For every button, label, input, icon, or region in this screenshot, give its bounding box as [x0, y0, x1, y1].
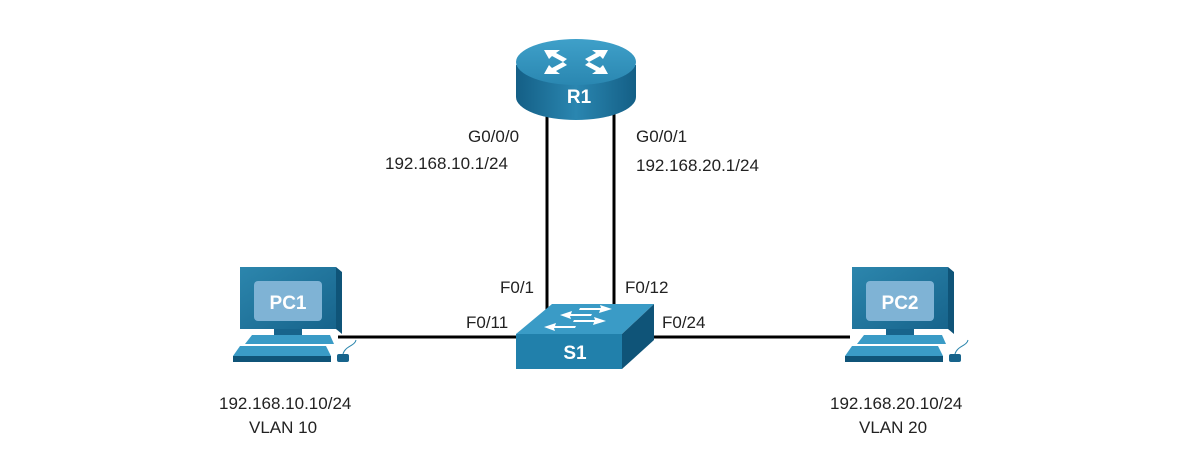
pc2-base-top — [857, 335, 946, 344]
pc2-ip-label: 192.168.20.10/24 — [830, 394, 963, 413]
s1-f011-label: F0/11 — [466, 313, 509, 332]
pc1-screen — [254, 281, 322, 321]
s1-f012-label: F0/12 — [625, 278, 669, 297]
pc2-screen — [866, 281, 934, 321]
pc2-mouse-cable — [954, 339, 969, 355]
pc2-vlan-label: VLAN 20 — [859, 418, 928, 437]
pc1-label: PC1 — [270, 293, 307, 314]
pc1-monitor-side — [336, 267, 342, 334]
pc2[interactable]: PC2 — [845, 267, 969, 362]
pc1-vlan-label: VLAN 10 — [249, 418, 318, 437]
pc1-stand — [274, 329, 302, 335]
pc1-keyboard-front — [233, 356, 331, 362]
pc1-ip-label: 192.168.10.10/24 — [219, 394, 352, 413]
router-label: R1 — [567, 87, 592, 108]
r1-g001-ip-label: 192.168.20.1/24 — [636, 156, 759, 175]
pc2-monitor-side — [948, 267, 954, 334]
pc1-base-top — [245, 335, 334, 344]
router-r1[interactable]: R1 — [516, 39, 636, 120]
switch-arrows-icon — [544, 305, 612, 331]
r1-g001-interface-label: G0/0/1 — [636, 127, 688, 146]
pc1-mouse — [337, 354, 349, 362]
router-top — [516, 39, 636, 85]
s1-f01-label: F0/1 — [500, 278, 535, 297]
pc1-mouse-cable — [342, 339, 357, 355]
pc2-mouse — [949, 354, 961, 362]
switch-front — [516, 334, 622, 369]
r1-g000-interface-label: G0/0/0 — [468, 127, 520, 146]
pc2-keyboard-front — [845, 356, 943, 362]
r1-g000-ip-label: 192.168.10.1/24 — [385, 154, 508, 173]
switch-label: S1 — [563, 343, 587, 364]
router-arrows-icon — [544, 50, 608, 74]
switch-s1[interactable]: S1 — [516, 304, 654, 369]
switch-side — [622, 304, 654, 369]
pc2-stand — [886, 329, 914, 335]
pc1-keyboard-top — [233, 346, 331, 356]
pc1[interactable]: PC1 — [233, 267, 357, 362]
pc2-label: PC2 — [882, 293, 919, 314]
pc2-keyboard-top — [845, 346, 943, 356]
s1-f024-label: F0/24 — [662, 313, 706, 332]
